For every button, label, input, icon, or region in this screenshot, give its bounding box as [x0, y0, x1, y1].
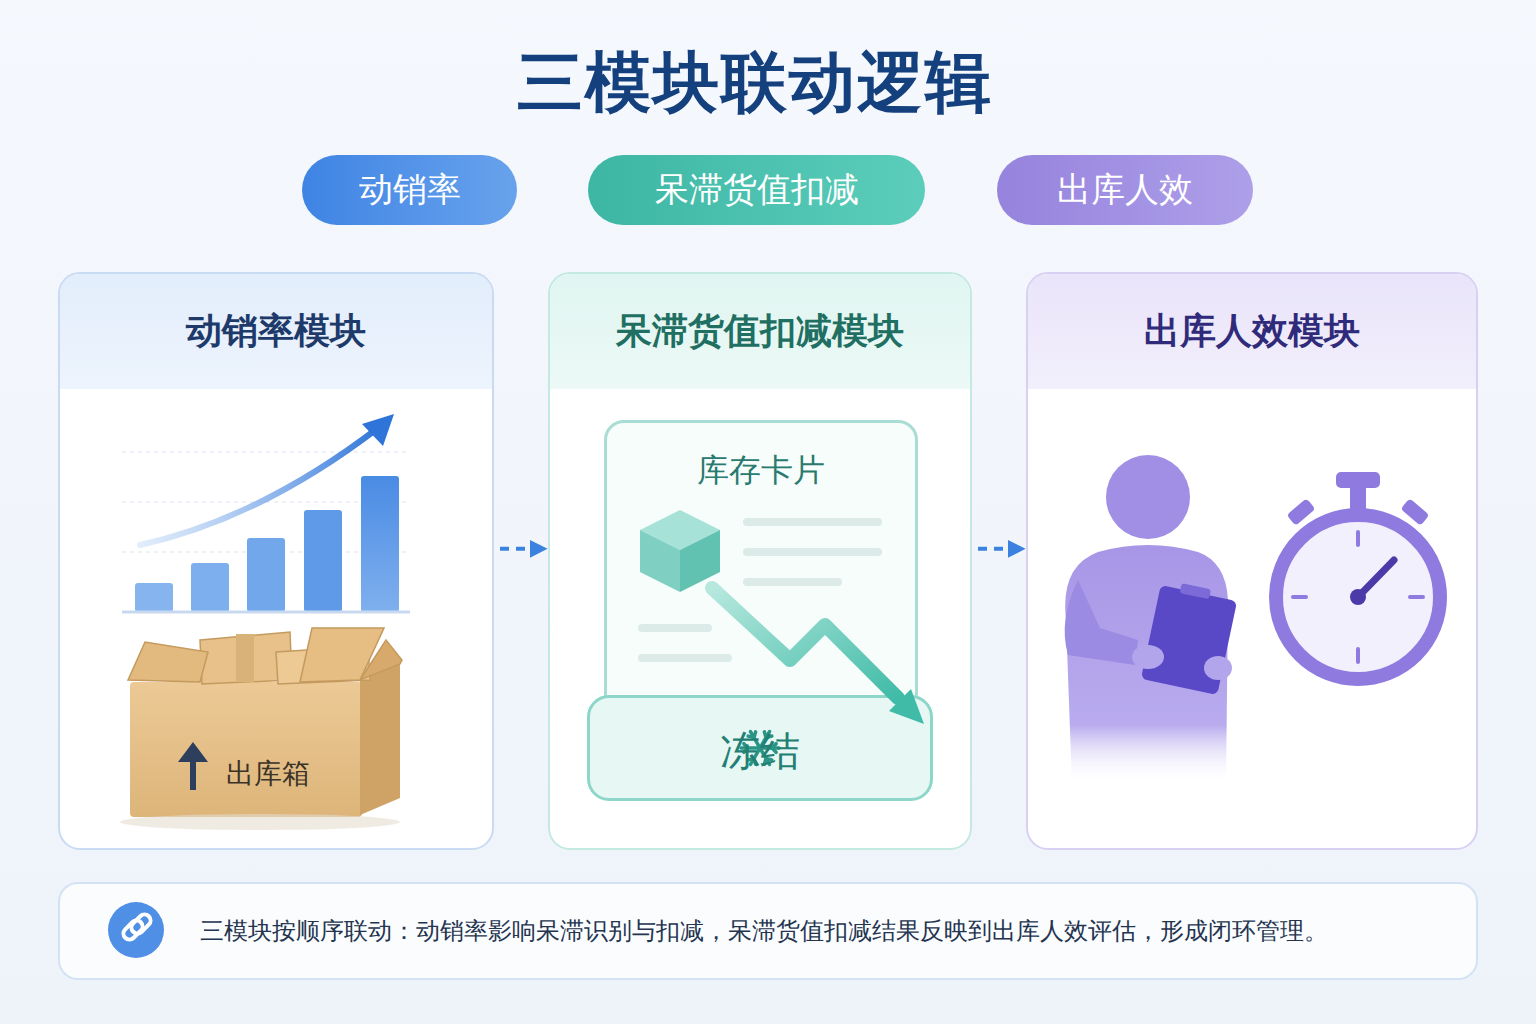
freeze-badge: 冻结 — [587, 695, 933, 801]
title: 三模块联动逻辑 — [0, 38, 1510, 128]
caption: 三模块按顺序联动：动销率影响呆滞识别与扣减，呆滞货值扣减结果反映到出库人效评估，… — [200, 915, 1328, 947]
module-heading: 动销率模块 — [186, 307, 366, 356]
node-label: 出库箱 — [226, 755, 310, 793]
tag-pill: 呆滞货值扣减 — [588, 155, 925, 225]
node-label: 呆滞货值扣减 — [655, 167, 859, 213]
flow-arrow — [978, 547, 1022, 551]
bar-chart — [122, 414, 410, 612]
node-label: 动销率 — [359, 167, 461, 213]
worker-illustration — [1065, 455, 1237, 785]
panel-header: 动销率模块 — [60, 274, 492, 389]
flow-arrow — [500, 547, 544, 551]
card-illustration — [640, 510, 924, 724]
module-panel: 出库人效模块 — [1026, 272, 1478, 850]
node-label: 出库人效 — [1057, 167, 1193, 213]
module-heading: 出库人效模块 — [1144, 307, 1360, 356]
tag-pill: 出库人效 — [997, 155, 1253, 225]
link-icon — [108, 902, 164, 958]
up-arrow-icon — [178, 742, 208, 790]
module-panel: 动销率模块出库箱 — [58, 272, 494, 850]
caption-bar: 三模块按顺序联动：动销率影响呆滞识别与扣减，呆滞货值扣减结果反映到出库人效评估，… — [58, 882, 1478, 980]
panel-header: 出库人效模块 — [1028, 274, 1476, 389]
panel-header: 呆滞货值扣减模块 — [550, 274, 970, 389]
stopwatch-icon — [1240, 472, 1440, 679]
inventory-card: 库存卡片冻结 — [604, 420, 918, 748]
carton-box: 出库箱 — [130, 682, 362, 817]
node-label: 库存卡片 — [607, 449, 915, 493]
tag-pill: 动销率 — [302, 155, 517, 225]
node-label: 冻结 — [590, 724, 930, 779]
module-heading: 呆滞货值扣减模块 — [616, 307, 904, 356]
box-illustration — [120, 628, 402, 830]
module-panel: 呆滞货值扣减模块库存卡片冻结 — [548, 272, 972, 850]
